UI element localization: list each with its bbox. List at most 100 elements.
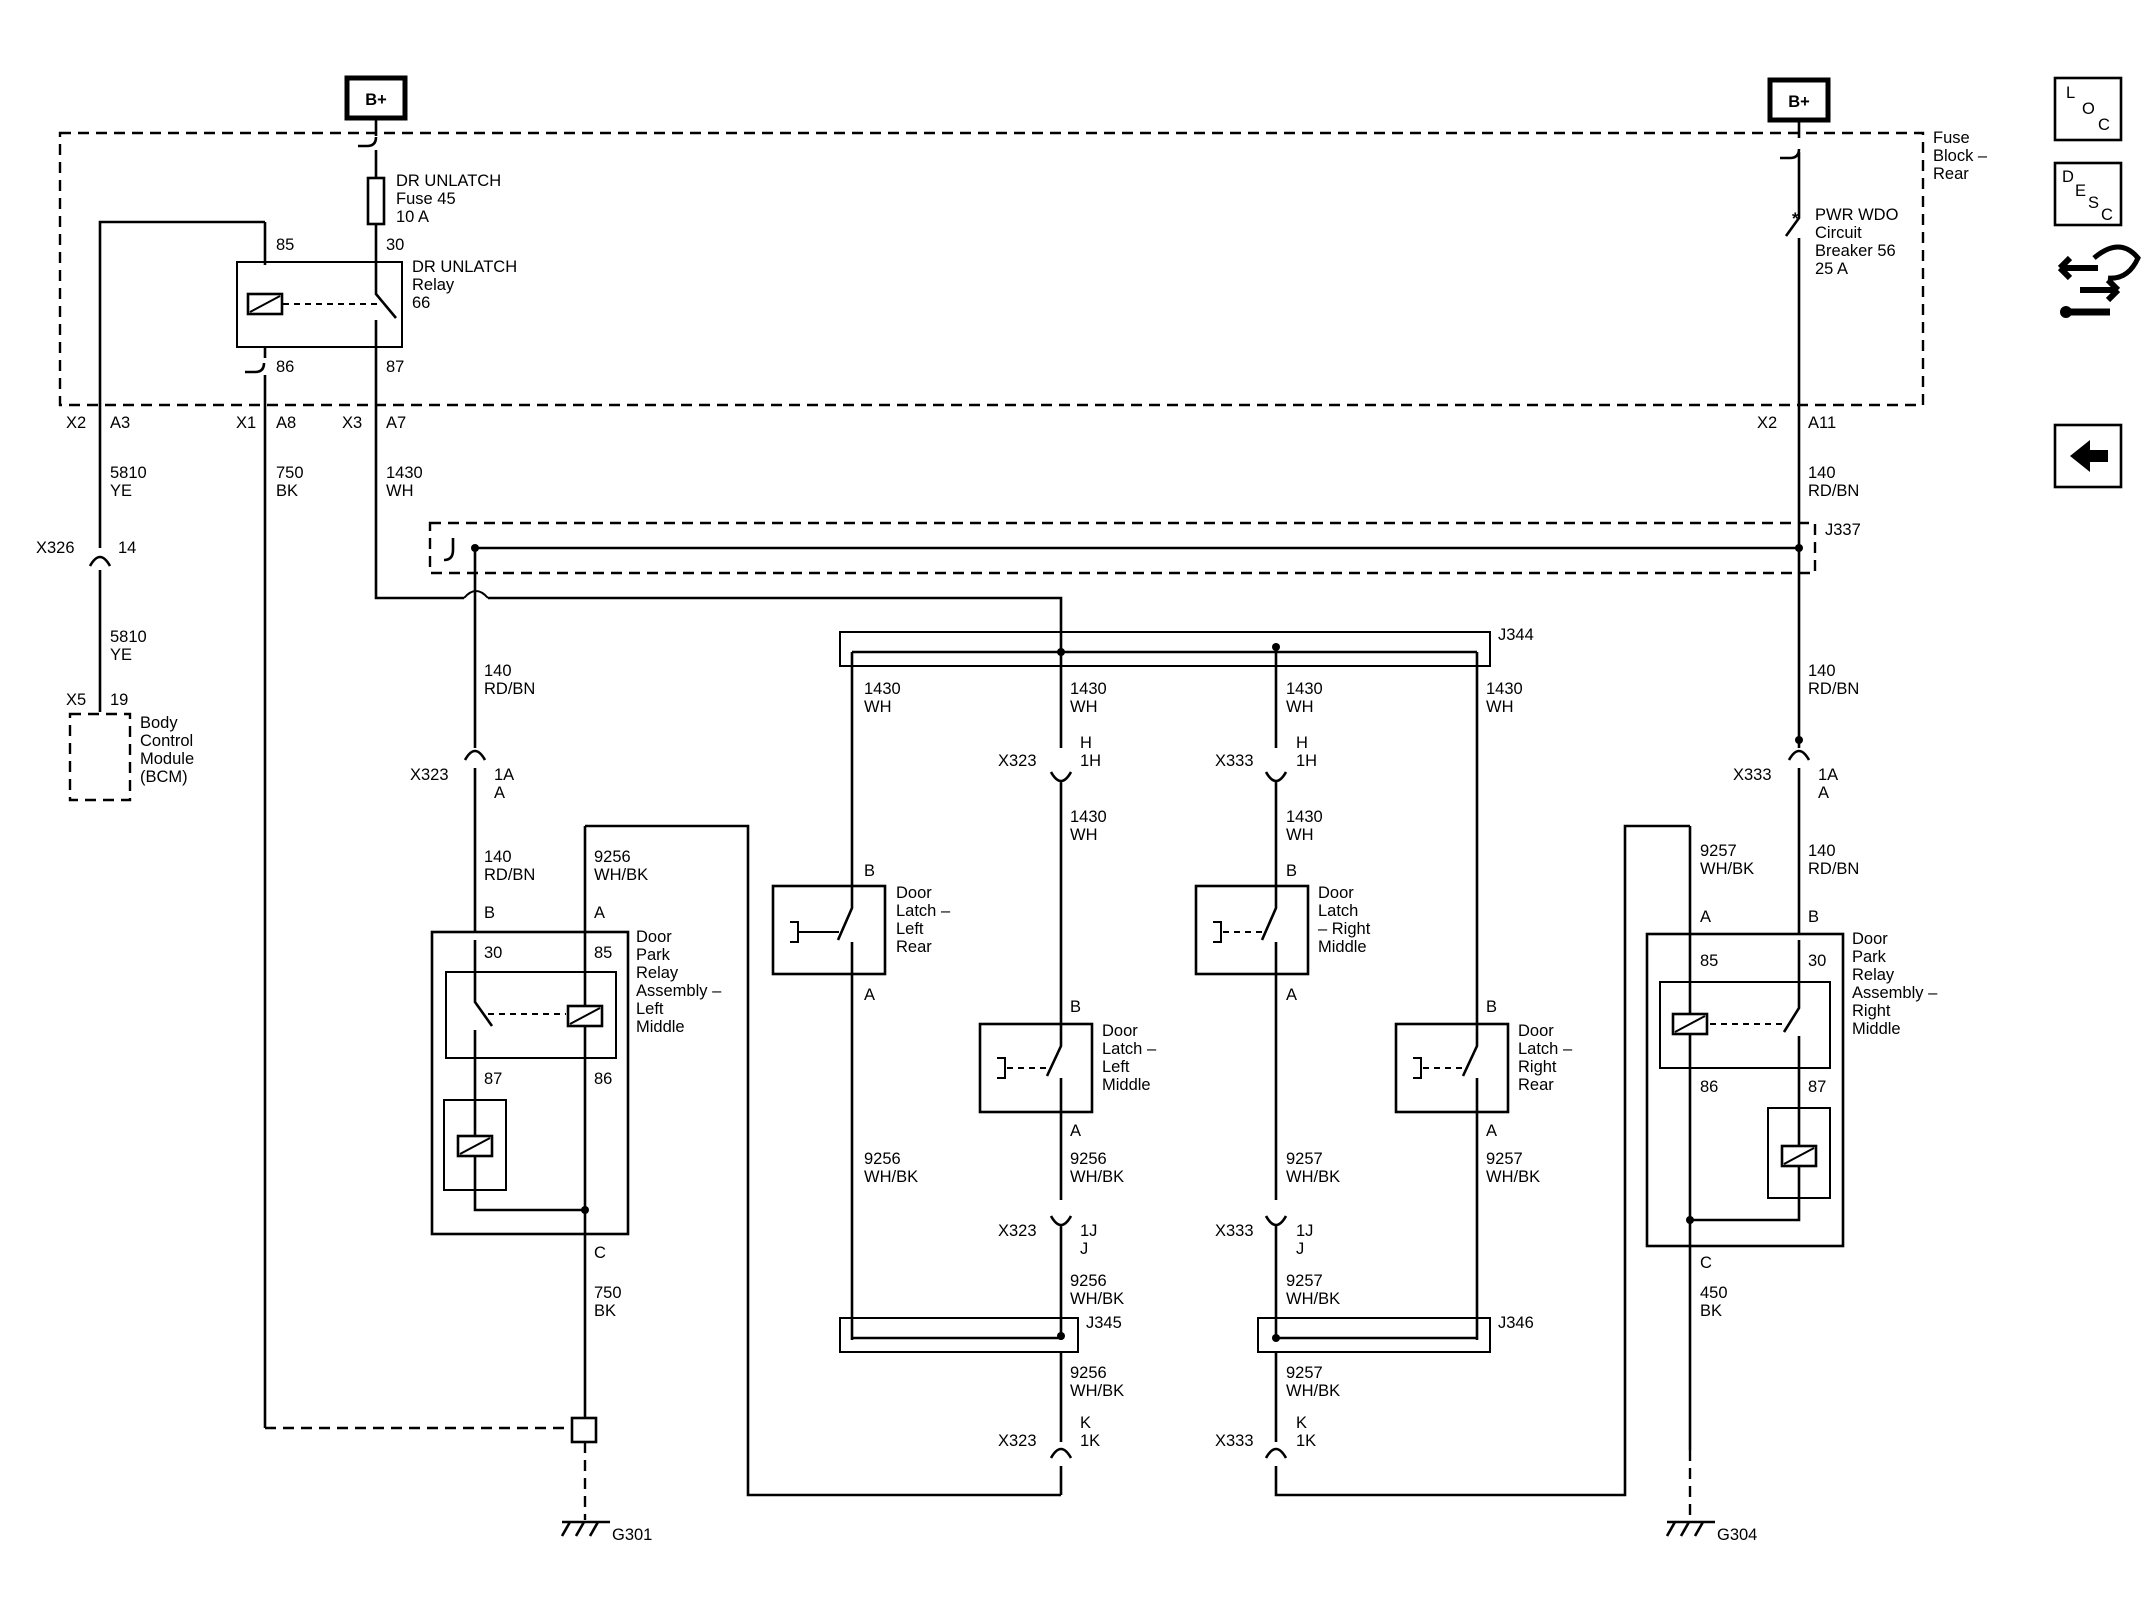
latch-lr-pinA: A [864,986,875,1004]
bcm-module [68,712,132,802]
park-right-pinB: B [1808,908,1819,926]
x323-h-label: X323 [998,752,1037,770]
park-left-p86: 86 [594,1070,612,1088]
relay66-pin30: 30 [386,236,404,254]
loc-o: O [2082,100,2095,118]
x333-j-label: X333 [1215,1222,1254,1240]
desc-button[interactable]: D E S C [2053,161,2123,227]
fuse-45 [366,176,386,226]
x326-label: X326 [36,539,75,557]
desc-e: E [2075,182,2086,200]
w1430-b2-color: WH [1070,826,1098,844]
latch-rm-l2: Latch [1318,902,1358,920]
park-left-l2: Park [636,946,671,964]
park-right-p86: 86 [1700,1078,1718,1096]
x323-h-p1: H [1080,734,1092,752]
park-right-p87: 87 [1808,1078,1826,1096]
latch-rm-pinA: A [1286,986,1297,1004]
fuse-block-rear [58,131,1925,407]
w750-bot-num: 750 [594,1284,622,1302]
breaker56-l1: PWR WDO [1815,206,1899,224]
desc-c: C [2101,206,2113,224]
w9256-relay-num: 9256 [594,848,631,866]
fuse-block-label-2: Block – [1933,147,1988,165]
park-left-p87: 87 [484,1070,502,1088]
x323-k-p2: 1K [1080,1432,1100,1450]
ground-g301-icon [560,1520,610,1537]
loc-button[interactable]: L O C [2053,76,2123,142]
wire-9256-relay [585,824,1061,1497]
w9257-c-color: WH/BK [1286,1168,1340,1186]
w9257-d-num: 9257 [1486,1150,1523,1168]
loc-l: L [2066,84,2075,102]
x333-h-p1: H [1296,734,1308,752]
conn-x2-left: X2 [66,414,86,432]
w1430-a-color: WH [864,698,892,716]
j346-label: J346 [1498,1314,1534,1332]
w140-left-color: RD/BN [484,680,535,698]
conn-x2-right: X2 [1757,414,1777,432]
park-left-l1: Door [636,928,672,946]
park-left-p30: 30 [484,944,502,962]
relay66-l1: DR UNLATCH [412,258,517,276]
latch-rr-pinA: A [1486,1122,1497,1140]
w5810-top-color: YE [110,482,132,500]
x333-a-p2: A [1818,784,1829,802]
wire-bplus-right [1780,120,1801,160]
w9257-relay-color: WH/BK [1700,860,1754,878]
park-right-pinC: C [1700,1254,1712,1272]
w140-right-num: 140 [1808,662,1836,680]
x333-k-label: X333 [1215,1432,1254,1450]
battery-left-label: B+ [365,91,387,109]
w9257-j-num: 9257 [1286,1272,1323,1290]
w450-bot-num: 450 [1700,1284,1728,1302]
wire-relay66-85 [98,220,265,408]
breaker56-l4: 25 A [1815,260,1848,278]
w1430-top-num: 1430 [386,464,423,482]
park-left-pinB: B [484,904,495,922]
w1430-d-num: 1430 [1486,680,1523,698]
latch-lm-l3: Left [1102,1058,1130,1076]
park-left-pinA: A [594,904,605,922]
latch-rr-pinB: B [1486,998,1497,1016]
x333-k-p2: 1K [1296,1432,1316,1450]
w1430-c2-num: 1430 [1286,808,1323,826]
park-right-pinA: A [1700,908,1711,926]
park-left-l4: Assembly – [636,982,722,1000]
latch-lm-pinA: A [1070,1122,1081,1140]
latch-rr-l3: Right [1518,1058,1557,1076]
desc-s: S [2088,194,2099,212]
x333-j-p2: J [1296,1240,1304,1258]
fuse45-l2: Fuse 45 [396,190,456,208]
connector-pinout-icon[interactable] [2057,244,2141,318]
splice-j346 [1257,1317,1491,1353]
w9256-k-color: WH/BK [1070,1382,1124,1400]
back-arrow-icon [2070,440,2108,472]
park-right-l6: Middle [1852,1020,1901,1038]
x323-j-label: X323 [998,1222,1037,1240]
breaker-star: * [1792,210,1799,228]
latch-lm-pinB: B [1070,998,1081,1016]
x323-j-p2: J [1080,1240,1088,1258]
w1430-a-num: 1430 [864,680,901,698]
w1430-c2-color: WH [1286,826,1314,844]
back-button[interactable] [2053,423,2123,489]
w9256-b-color: WH/BK [1070,1168,1124,1186]
conn-a7: A7 [386,414,406,432]
g304-label: G304 [1717,1526,1757,1544]
park-left-p85: 85 [594,944,612,962]
relay-66 [236,261,403,348]
j344-label: J344 [1498,626,1534,644]
x5-pin: 19 [110,691,128,709]
w1430-c-num: 1430 [1286,680,1323,698]
door-latch-left-middle [978,1022,1094,1114]
w1430-b-color: WH [1070,698,1098,716]
latch-rm-l3: – Right [1318,920,1371,938]
latch-rr-l2: Latch – [1518,1040,1573,1058]
w140-right-color: RD/BN [1808,680,1859,698]
relay66-pin87: 87 [386,358,404,376]
conn-x3: X3 [342,414,362,432]
w140-right-low-num: 140 [1808,842,1836,860]
relay66-l2: Relay [412,276,455,294]
g301-label: G301 [612,1526,652,1544]
